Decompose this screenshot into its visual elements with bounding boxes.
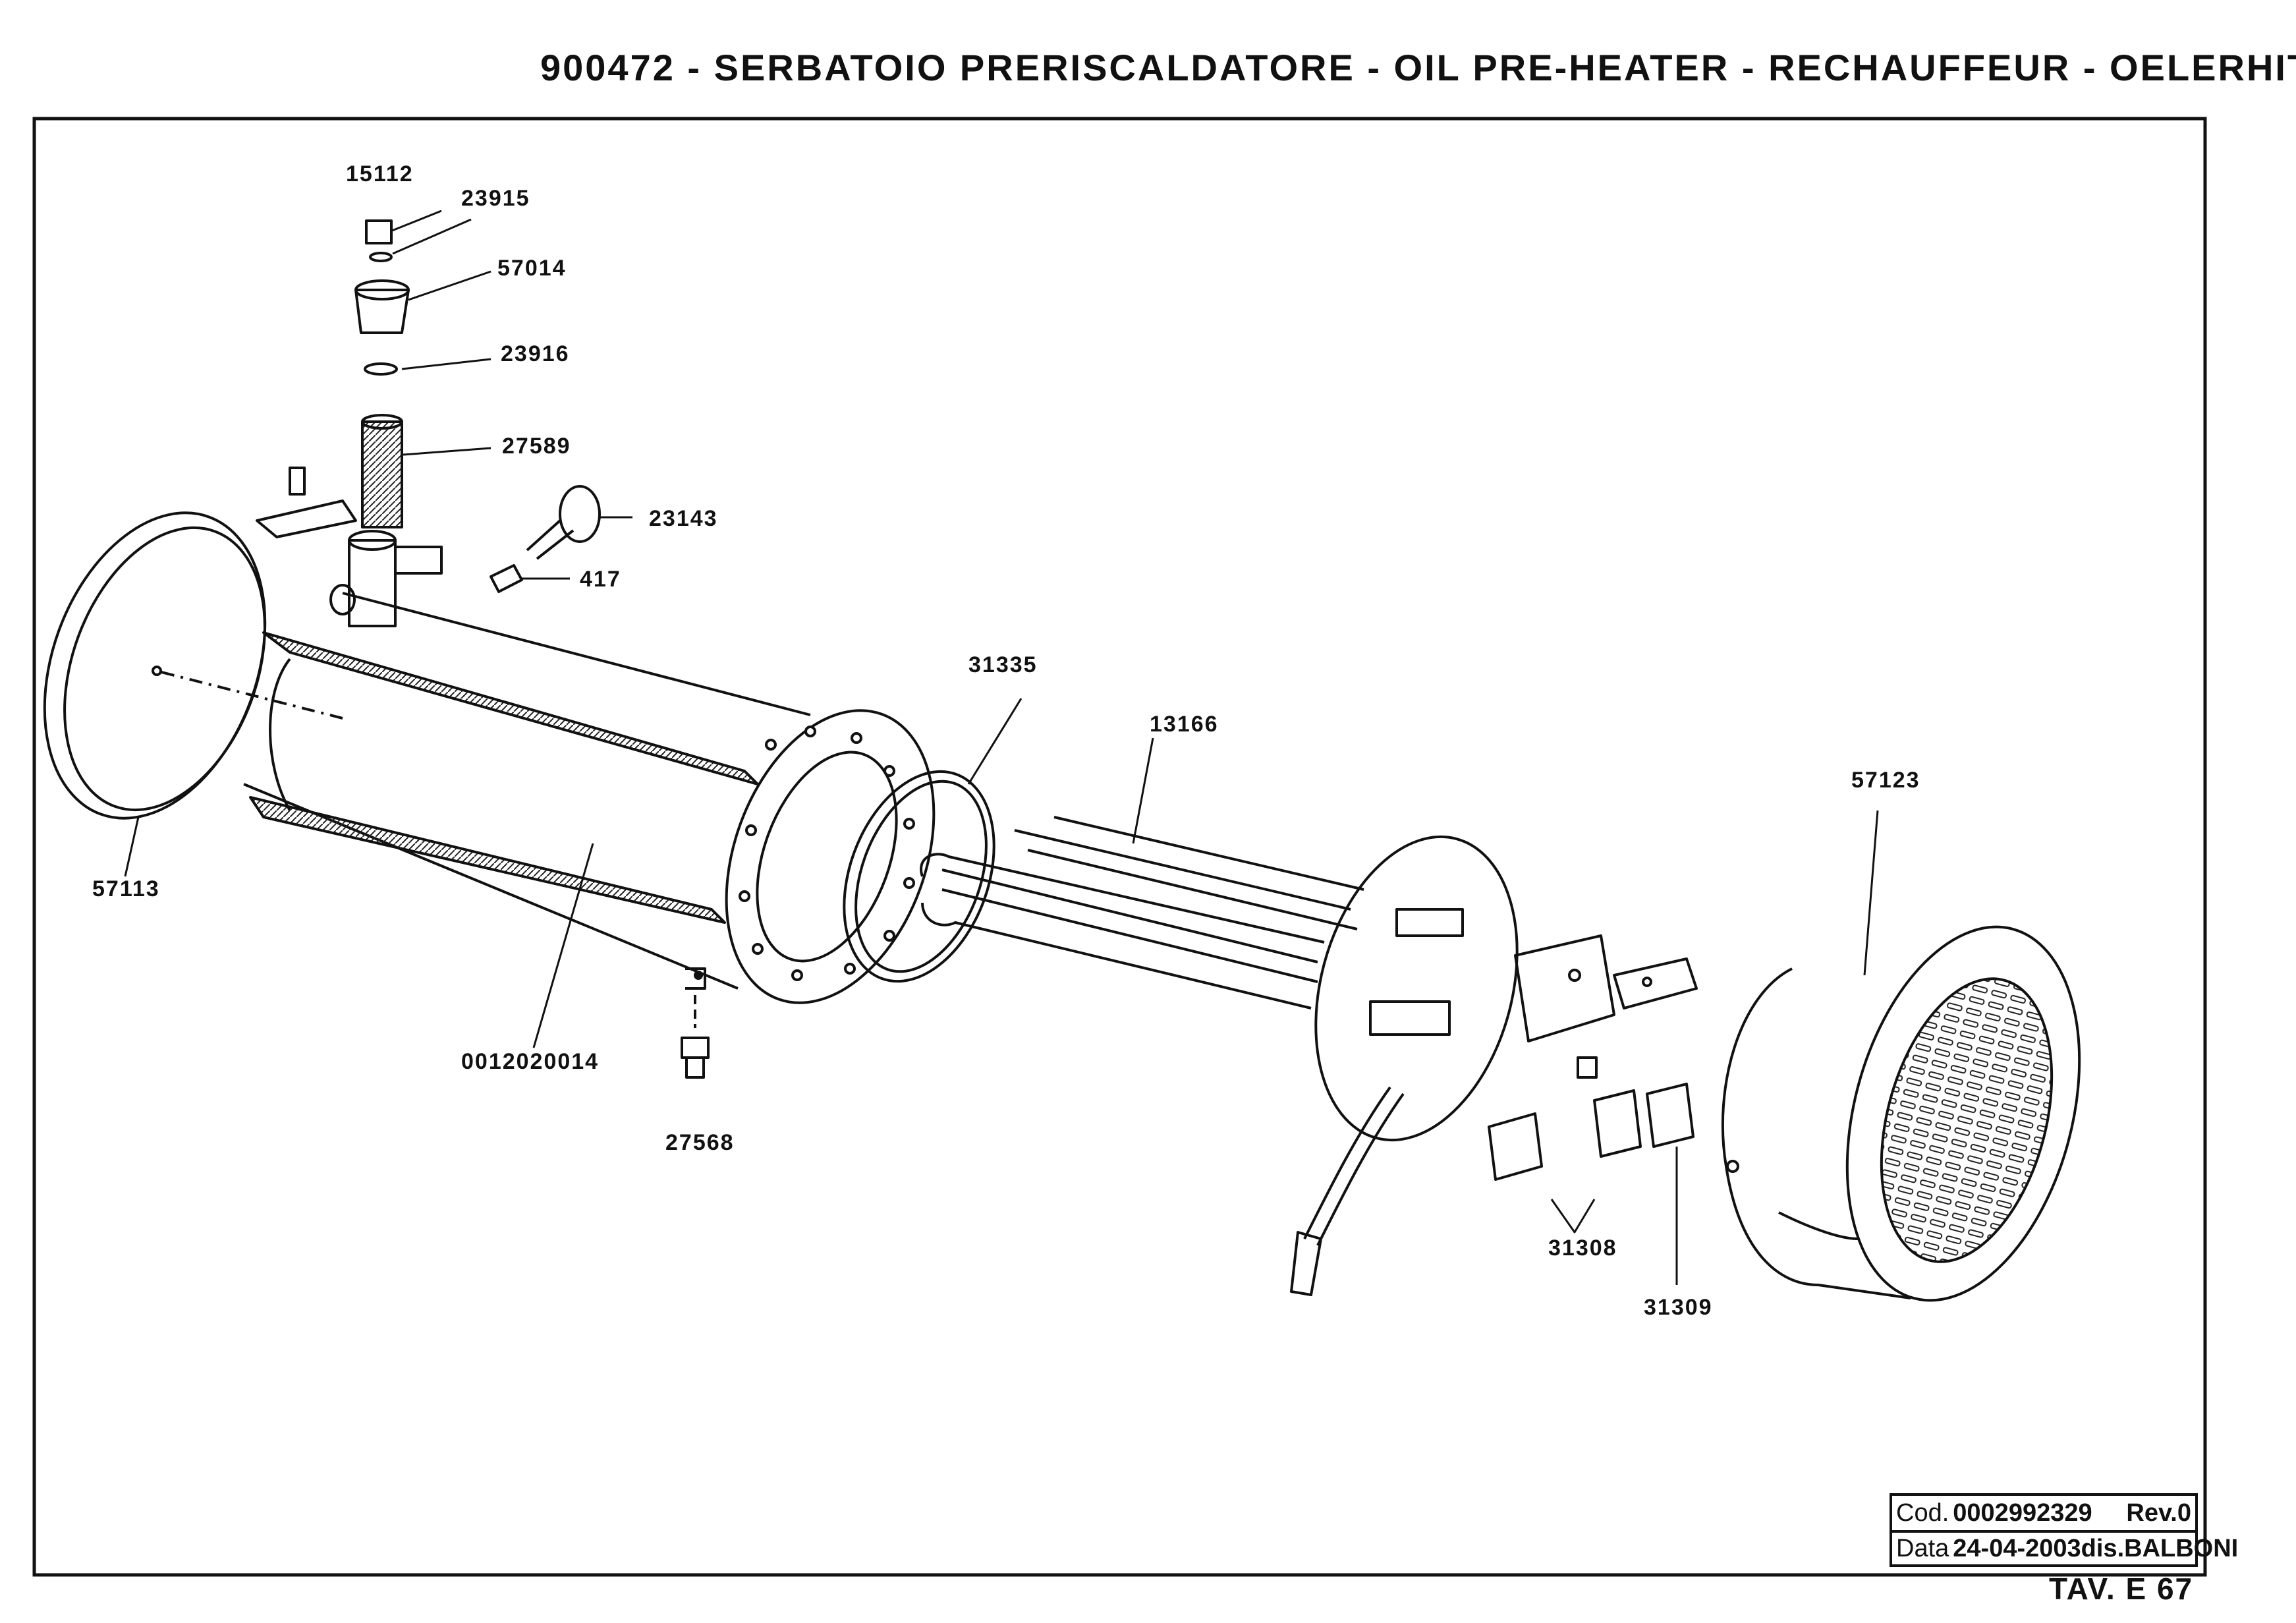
drain-plug-part <box>681 1037 710 1079</box>
label-57014: 57014 <box>497 256 567 281</box>
label-31308: 31308 <box>1548 1236 1617 1261</box>
label-0012020014: 0012020014 <box>461 1049 599 1074</box>
label-27589: 27589 <box>502 434 571 459</box>
label-23915: 23915 <box>461 186 530 211</box>
label-23916: 23916 <box>501 341 570 366</box>
part-labels: 15112 23915 57014 23916 27589 23143 417 … <box>92 161 1920 1320</box>
label-57123: 57123 <box>1851 768 1920 793</box>
revision: Rev.0 <box>2126 1498 2191 1527</box>
drawing-frame <box>32 117 2207 1577</box>
title-block: Cod. 0002992329 Rev.0 Data 24-04-2003 di… <box>1890 1493 2238 1567</box>
title-block-code-row: Cod. 0002992329 Rev.0 <box>1892 1496 2195 1530</box>
end-cap-part <box>43 511 343 820</box>
cover-grille-part <box>1721 925 2081 1302</box>
leader-lines <box>124 210 1879 1285</box>
label-417: 417 <box>580 567 621 592</box>
tank-body-part <box>243 467 936 1028</box>
terminal-bracket <box>1514 934 1698 1079</box>
filter-stack <box>354 219 410 528</box>
cod-label: Cod. <box>1896 1498 1949 1527</box>
flange-bolt-holes <box>739 726 915 981</box>
date-value: 24-04-2003 <box>1953 1534 2081 1562</box>
plate-number: TAV. E 67 <box>2049 1572 2194 1606</box>
thermostats-part <box>1488 1083 1694 1181</box>
designer: dis.BALBONI <box>2081 1534 2239 1562</box>
label-13166: 13166 <box>1150 712 1219 737</box>
label-23143: 23143 <box>649 506 718 531</box>
label-31335: 31335 <box>968 652 1038 677</box>
label-27568: 27568 <box>665 1130 735 1155</box>
label-31309: 31309 <box>1644 1295 1713 1320</box>
cod-value: 0002992329 <box>1953 1498 2092 1527</box>
label-15112: 15112 <box>346 161 414 186</box>
sheet-title: 900472 - SERBATOIO PRERISCALDATORE - OIL… <box>540 47 2296 88</box>
title-block-date-row: Data 24-04-2003 dis.BALBONI <box>1892 1530 2238 1564</box>
date-label: Data <box>1896 1534 1949 1562</box>
thermometer-part <box>490 485 601 593</box>
label-57113: 57113 <box>92 876 160 901</box>
heating-element-part <box>920 816 1519 1296</box>
